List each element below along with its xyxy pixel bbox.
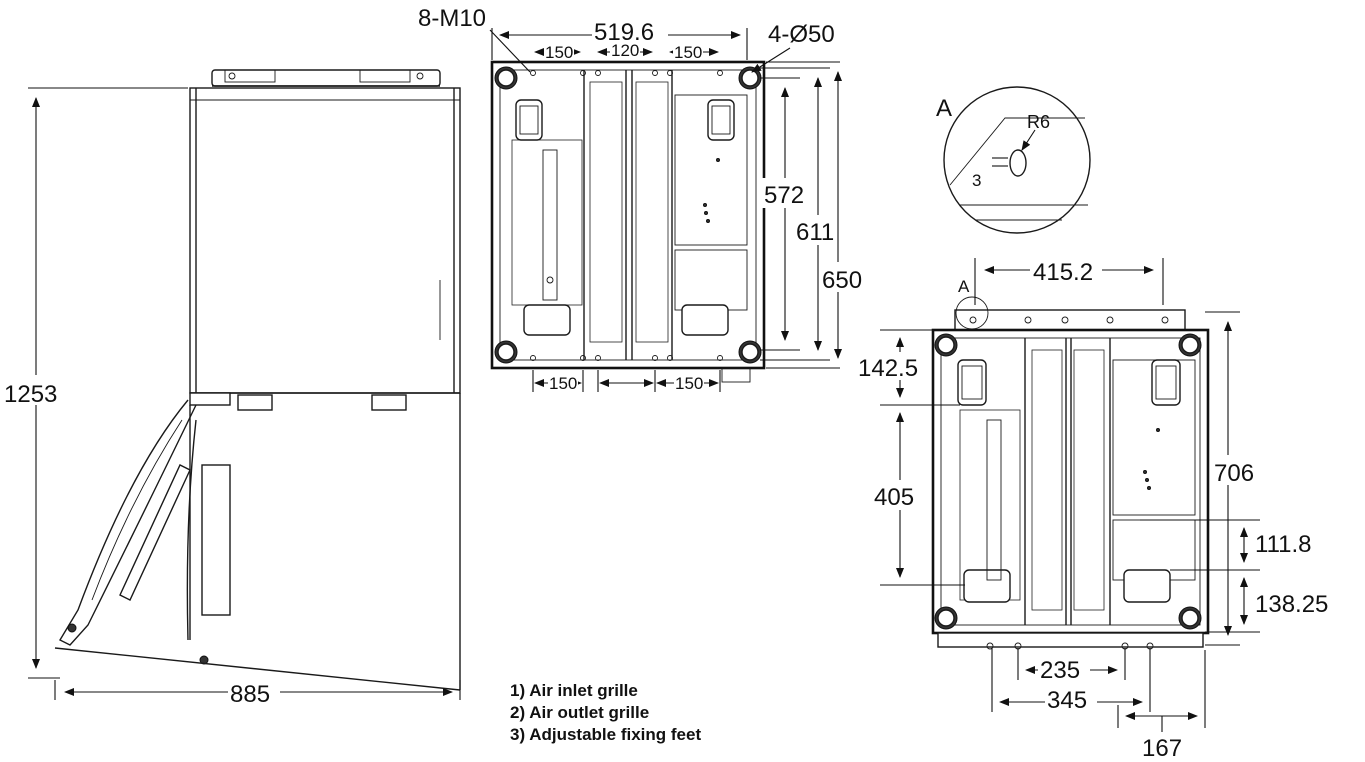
top-view: 519.6 8-M10 4-Ø50 150 120 150 150 150 bbox=[418, 5, 866, 393]
depth-611: 611 bbox=[796, 219, 834, 246]
offset-142-5: 142.5 bbox=[858, 355, 918, 382]
top-spacing-c: 150 bbox=[674, 43, 702, 62]
bottom-spacing-a: 150 bbox=[549, 374, 577, 393]
legend-item-fixing-feet: 3) Adjustable fixing feet bbox=[510, 725, 702, 744]
bottom-spacing-b: 150 bbox=[675, 374, 703, 393]
legend-item-air-inlet: 1) Air inlet grille bbox=[510, 681, 638, 700]
detail-offset: 3 bbox=[972, 171, 981, 190]
span-167: 167 bbox=[1142, 735, 1182, 762]
foot-spec: 4-Ø50 bbox=[768, 21, 835, 48]
legend-item-air-outlet: 2) Air outlet grille bbox=[510, 703, 650, 722]
hole-spec: 8-M10 bbox=[418, 5, 486, 32]
depth-650: 650 bbox=[822, 267, 862, 294]
span-405: 405 bbox=[874, 484, 914, 511]
height-dimension: 1253 bbox=[4, 381, 57, 408]
detail-radius: R6 bbox=[1027, 112, 1050, 132]
top-spacing-b: 120 bbox=[611, 41, 639, 60]
detail-a: A R6 3 bbox=[936, 86, 1091, 234]
span-235: 235 bbox=[1040, 657, 1080, 684]
top-spacing-a: 150 bbox=[545, 43, 573, 62]
span-345: 345 bbox=[1047, 687, 1087, 714]
side-view: 1253 885 bbox=[2, 69, 461, 708]
depth-572: 572 bbox=[764, 182, 804, 209]
detail-title: A bbox=[936, 95, 952, 122]
detail-marker: A bbox=[958, 277, 970, 296]
bottom-width-dimension: 415.2 bbox=[1033, 259, 1093, 286]
bottom-view: A 415.2 bbox=[856, 258, 1328, 762]
offset-138-25: 138.25 bbox=[1255, 591, 1328, 618]
depth-706: 706 bbox=[1214, 460, 1254, 487]
offset-111-8: 111.8 bbox=[1255, 531, 1312, 558]
legend: 1) Air inlet grille 2) Air outlet grille… bbox=[510, 680, 701, 746]
depth-dimension: 885 bbox=[230, 681, 270, 708]
